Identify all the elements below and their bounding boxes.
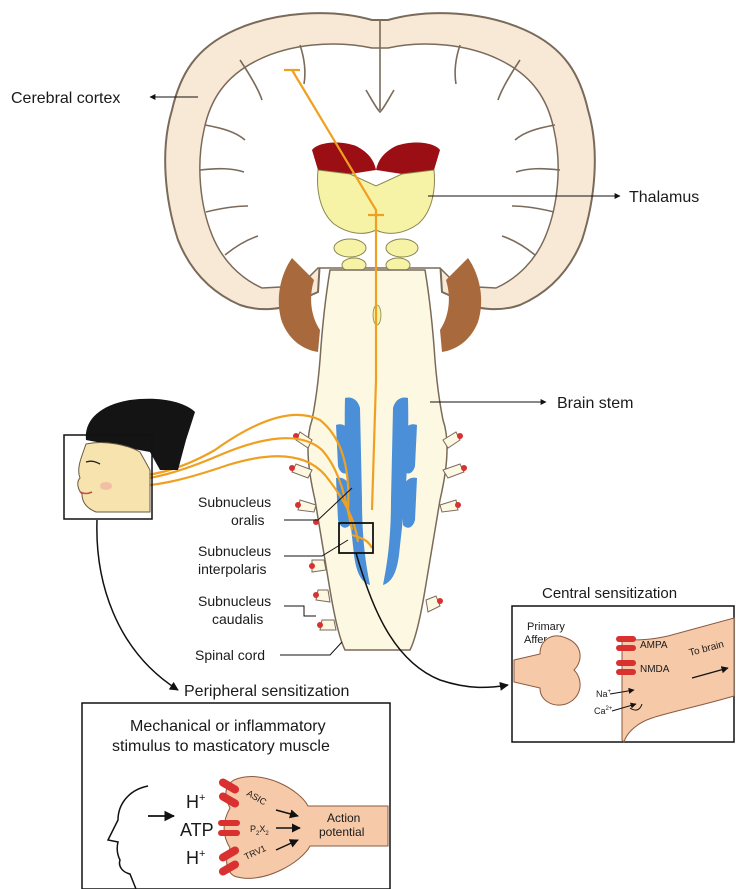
peripheral-title: Peripheral sensitization: [184, 683, 349, 700]
stimulus-label-2: stimulus to masticatory muscle: [112, 738, 330, 755]
label-subnucleus-caudalis-1: Subnucleus: [198, 593, 271, 609]
label-subnucleus-caudalis-2: caudalis: [212, 611, 263, 627]
ampa-label: AMPA: [640, 640, 668, 651]
primary-afferent-label-1: Primary: [527, 621, 565, 633]
label-subnucleus-oralis-2: oralis: [231, 512, 264, 528]
stimulus-label-1: Mechanical or inflammatory: [130, 718, 326, 735]
label-brain-stem: Brain stem: [557, 395, 633, 412]
central-sensitization-panel: Central sensitization Primary Afferent A…: [512, 585, 734, 742]
label-subnucleus-interpolaris-2: interpolaris: [198, 561, 266, 577]
central-title: Central sensitization: [542, 585, 677, 602]
label-cerebral-cortex: Cerebral cortex: [11, 90, 120, 107]
face-inset: [64, 399, 195, 519]
label-thalamus: Thalamus: [629, 189, 699, 206]
label-spinal-cord: Spinal cord: [195, 647, 265, 663]
nucleus-yellow-1: [334, 239, 366, 257]
action-potential-label-1: Action: [327, 811, 360, 825]
nmda-label: NMDA: [640, 664, 670, 675]
atp-label: ATP: [180, 820, 214, 840]
action-potential-label-2: potential: [319, 825, 364, 839]
peripheral-sensitization-panel: Peripheral sensitization Mechanical or i…: [82, 683, 390, 889]
face: [78, 443, 150, 512]
label-subnucleus-interpolaris-1: Subnucleus: [198, 543, 271, 559]
label-subnucleus-oralis-1: Subnucleus: [198, 494, 271, 510]
nucleus-yellow-2: [386, 239, 418, 257]
arrow-to-peripheral: [97, 520, 178, 690]
